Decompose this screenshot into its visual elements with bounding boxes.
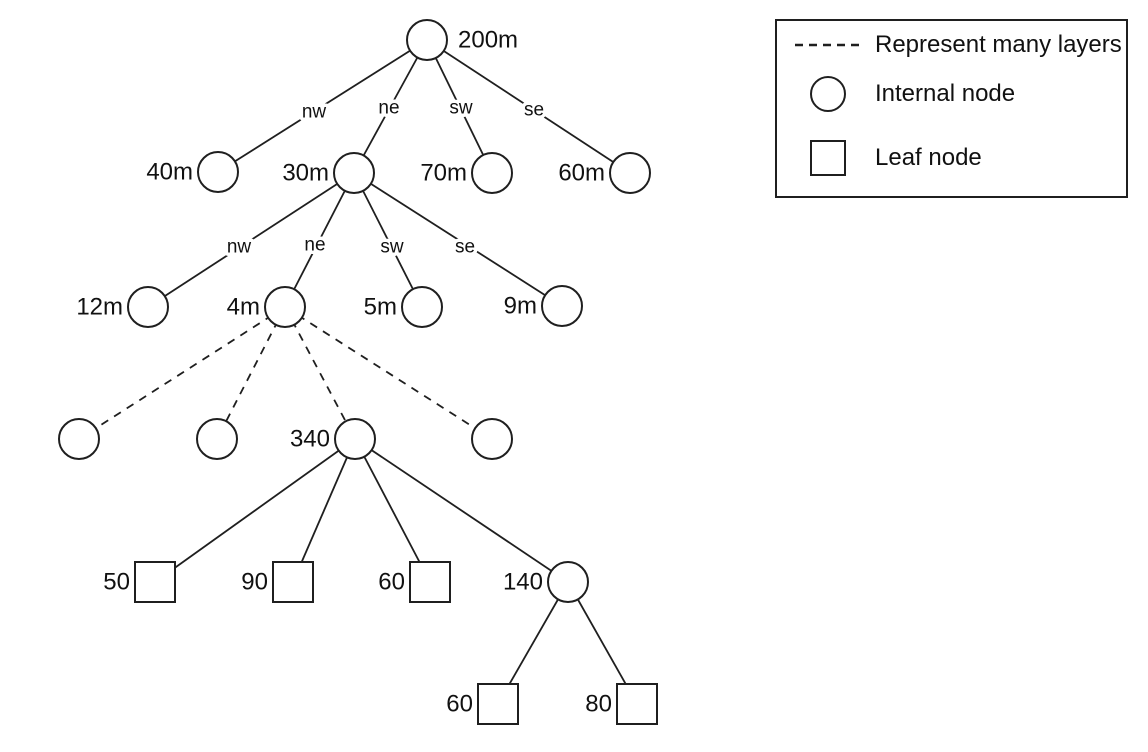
edge-label-ne: ne (304, 235, 325, 256)
edge-deep-340-leaf-90 (292, 438, 356, 583)
internal-node-200m (406, 19, 448, 61)
leaf-node-60 (477, 683, 519, 725)
edge-root-l2-60m (426, 39, 631, 174)
edge-l2-30m-l3-9m (353, 172, 563, 307)
edge-root-l2-30m (353, 39, 428, 174)
edge-root-l2-40m (217, 39, 428, 173)
legend-label-many-layers: Represent many layers (875, 31, 1122, 58)
internal-node-340 (334, 418, 376, 460)
internal-node-40m (197, 151, 239, 193)
internal-node (196, 418, 238, 460)
node-label-5m: 5m (364, 294, 397, 321)
internal-node-12m (127, 286, 169, 328)
internal-node-30m (333, 152, 375, 194)
edge-label-nw: nw (302, 102, 327, 123)
leaf-node-60 (409, 561, 451, 603)
edge-deep-340-int-140 (354, 438, 569, 583)
node-label-30m: 30m (282, 160, 329, 187)
legend: Represent many layers Internal node Leaf… (775, 19, 1128, 198)
leaf-node-icon (795, 140, 861, 176)
edge-l2-30m-l3-4m (284, 172, 355, 308)
node-label-140: 140 (503, 569, 543, 596)
leaf-node-90 (272, 561, 314, 603)
edge-l3-4m-deep-2 (216, 306, 286, 440)
internal-node (58, 418, 100, 460)
edge-root-l2-70m (426, 39, 493, 174)
internal-node-70m (471, 152, 513, 194)
edge-label-ne: ne (378, 98, 399, 119)
node-label-60: 60 (378, 569, 405, 596)
edge-label-nw: nw (227, 237, 252, 258)
edge-l3-4m-deep-340 (284, 306, 356, 440)
edge-label-se: se (524, 100, 544, 121)
edge-l2-30m-l3-12m (147, 172, 355, 308)
node-label-9m: 9m (504, 293, 537, 320)
node-label-200m: 200m (458, 27, 518, 54)
internal-node-4m (264, 286, 306, 328)
node-label-40m: 40m (146, 159, 193, 186)
node-label-90: 90 (241, 569, 268, 596)
leaf-node-80 (616, 683, 658, 725)
node-label-70m: 70m (420, 160, 467, 187)
internal-node-60m (609, 152, 651, 194)
node-label-50: 50 (103, 569, 130, 596)
edge-l3-4m-deep-1 (78, 306, 286, 440)
dashed-line-icon (795, 43, 861, 47)
legend-item-leaf-node: Leaf node (795, 137, 982, 179)
internal-node-icon (795, 76, 861, 112)
internal-node-9m (541, 285, 583, 327)
edge-label-se: se (455, 237, 475, 258)
legend-label-leaf-node: Leaf node (875, 144, 982, 171)
legend-item-many-layers: Represent many layers (795, 33, 1122, 57)
edge-l2-30m-l3-5m (353, 172, 423, 308)
internal-node-5m (401, 286, 443, 328)
node-label-80: 80 (585, 691, 612, 718)
internal-node-140 (547, 561, 589, 603)
edge-deep-340-leaf-60a (354, 438, 431, 583)
node-label-60m: 60m (558, 160, 605, 187)
edge-l3-4m-deep-4 (284, 306, 493, 440)
legend-item-internal-node: Internal node (795, 73, 1015, 115)
internal-node (471, 418, 513, 460)
node-label-340: 340 (290, 426, 330, 453)
node-label-60: 60 (446, 691, 473, 718)
node-label-12m: 12m (76, 294, 123, 321)
edge-label-sw: sw (380, 237, 404, 258)
leaf-node-50 (134, 561, 176, 603)
edge-label-sw: sw (449, 98, 473, 119)
node-label-4m: 4m (227, 294, 260, 321)
edge-deep-340-leaf-50 (154, 438, 356, 583)
legend-label-internal-node: Internal node (875, 80, 1016, 107)
